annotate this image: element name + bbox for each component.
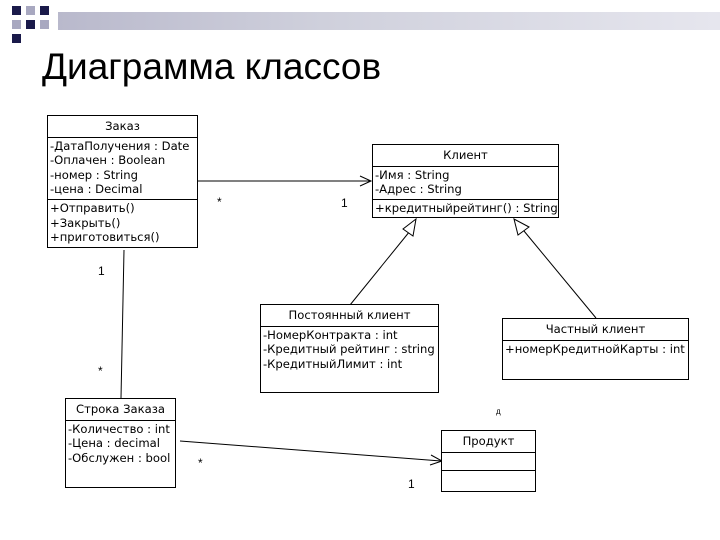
generalization-regular-client	[349, 230, 411, 306]
attribute: -Цена : decimal	[68, 436, 160, 451]
class-name: Клиент	[373, 145, 558, 167]
class-attributes: -Количество : int -Цена : decimal -Обслу…	[66, 421, 175, 468]
stray-mark: д	[496, 407, 501, 416]
decor-square	[12, 6, 21, 15]
attribute: -Количество : int	[68, 421, 170, 436]
association-order-orderline	[120, 249, 125, 399]
generalization-triangle	[402, 217, 417, 237]
class-operations: +Отправить() +Закрыть() +приготовиться()	[48, 200, 197, 247]
multiplicity-label: 1	[408, 477, 415, 491]
class-client: Клиент -Имя : String -Адрес : String +кр…	[372, 144, 559, 218]
decor-square	[26, 6, 35, 15]
class-attributes: +номерКредитнойКарты : int	[503, 341, 688, 359]
multiplicity-label: *	[217, 195, 222, 209]
decor-square	[12, 34, 21, 43]
attribute: -цена : Decimal	[50, 182, 143, 197]
operation: +кредитныйрейтинг() : String	[375, 200, 558, 215]
class-attributes: -НомерКонтракта : int -Кредитный рейтинг…	[261, 327, 438, 374]
slide-decoration	[0, 0, 720, 43]
generalization-private-client	[523, 230, 597, 319]
decor-square	[26, 20, 35, 29]
decor-square	[40, 20, 49, 29]
class-attributes	[442, 453, 535, 471]
attribute: -номер : String	[50, 167, 138, 182]
attribute: -Адрес : String	[375, 182, 462, 197]
attribute: -КредитныйЛимит : int	[263, 356, 403, 371]
class-name: Продукт	[442, 431, 535, 453]
decor-square	[12, 20, 21, 29]
attribute: -Обслужен : bool	[68, 450, 171, 465]
attribute: +номерКредитнойКарты : int	[505, 341, 685, 356]
multiplicity-label: *	[198, 456, 203, 470]
class-private-client: Частный клиент +номерКредитнойКарты : in…	[502, 318, 689, 380]
attribute: -НомерКонтракта : int	[263, 327, 398, 342]
slide-title: Диаграмма классов	[42, 46, 382, 87]
class-operations: +кредитныйрейтинг() : String	[373, 200, 558, 218]
generalization-triangle	[513, 218, 530, 236]
operation: +Отправить()	[50, 200, 135, 215]
multiplicity-label: 1	[98, 264, 105, 278]
class-name: Частный клиент	[503, 319, 688, 341]
association-orderline-product	[179, 440, 442, 462]
class-order-line: Строка Заказа -Количество : int -Цена : …	[65, 398, 176, 488]
attribute: -Кредитный рейтинг : string	[263, 342, 435, 357]
multiplicity-label: 1	[341, 196, 348, 210]
class-regular-client: Постоянный клиент -НомерКонтракта : int …	[260, 304, 439, 393]
class-operations	[442, 471, 535, 474]
attribute: -Имя : String	[375, 167, 450, 182]
class-name: Постоянный клиент	[261, 305, 438, 327]
class-attributes: -ДатаПолучения : Date -Оплачен : Boolean…	[48, 138, 197, 200]
attribute: -ДатаПолучения : Date	[50, 138, 190, 153]
class-name: Заказ	[48, 116, 197, 138]
class-order: Заказ -ДатаПолучения : Date -Оплачен : B…	[47, 115, 198, 248]
class-attributes: -Имя : String -Адрес : String	[373, 167, 558, 200]
attribute: -Оплачен : Boolean	[50, 153, 166, 168]
association-arrowhead	[359, 175, 373, 187]
decor-strip	[58, 12, 720, 30]
operation: +Закрыть()	[50, 215, 121, 230]
class-name: Строка Заказа	[66, 399, 175, 421]
decor-square	[40, 6, 49, 15]
multiplicity-label: *	[98, 364, 103, 378]
class-product: Продукт	[441, 430, 536, 492]
operation: +приготовиться()	[50, 230, 160, 245]
